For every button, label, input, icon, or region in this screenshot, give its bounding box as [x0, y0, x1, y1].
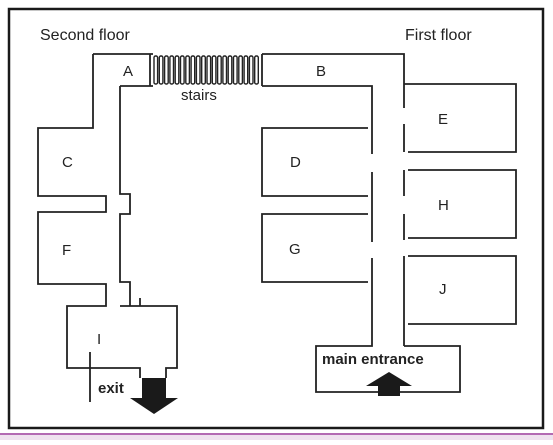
stair-tread: [211, 55, 217, 85]
wall-room-i-right: [120, 305, 178, 378]
wall-corridor-b-inner: [262, 85, 373, 154]
outer-frame: [7, 7, 545, 430]
first-floor-label: First floor: [405, 27, 472, 44]
second-floor-label: Second floor: [40, 27, 131, 44]
stair-tread: [195, 55, 201, 85]
room-g-outline: [261, 213, 368, 283]
page-bottom-edge: [0, 434, 553, 440]
main-entrance-label: main entrance: [322, 351, 424, 368]
stair-tread: [227, 55, 233, 85]
stair-tread: [169, 55, 175, 85]
room-j-outline: [408, 255, 517, 325]
stair-tread: [243, 55, 249, 85]
stair-tread: [153, 55, 159, 85]
room-j-label: J: [439, 281, 447, 298]
down-arrow-icon: [130, 378, 178, 414]
stair-tread: [174, 55, 180, 85]
stair-tread: [206, 55, 212, 85]
corridor-b-label: B: [316, 63, 326, 80]
stair-tread: [232, 55, 238, 85]
room-f-label: F: [62, 242, 71, 259]
corridor-a-label: A: [123, 63, 133, 80]
stair-tread: [200, 55, 206, 85]
stair-tread: [253, 55, 259, 85]
stair-tread: [248, 55, 254, 85]
stair-tread: [238, 55, 244, 85]
stair-tread: [185, 55, 191, 85]
stairs-label: stairs: [181, 87, 217, 104]
up-arrow-icon: [366, 372, 412, 396]
room-e-label: E: [438, 111, 448, 128]
stair-tread: [179, 55, 185, 85]
wall-corridor-b-top: [262, 53, 405, 108]
room-d-label: D: [290, 154, 301, 171]
room-e-outline: [404, 83, 517, 153]
stair-tread: [222, 55, 228, 85]
room-i-label: I: [97, 331, 101, 348]
stair-tread: [216, 55, 222, 85]
stair-tread: [190, 55, 196, 85]
wall-west-rooms: [37, 54, 141, 378]
room-h-outline: [408, 169, 517, 239]
stairs: [153, 55, 259, 85]
room-g-label: G: [289, 241, 301, 258]
stair-tread: [158, 55, 164, 85]
stair-tread: [163, 55, 169, 85]
room-h-label: H: [438, 197, 449, 214]
walls: [37, 53, 517, 402]
room-d-outline: [261, 127, 368, 197]
main-entrance-hall: [315, 258, 461, 393]
wall-corridor-a-inner: [119, 86, 131, 306]
room-c-label: C: [62, 154, 73, 171]
exit-label: exit: [98, 380, 124, 397]
